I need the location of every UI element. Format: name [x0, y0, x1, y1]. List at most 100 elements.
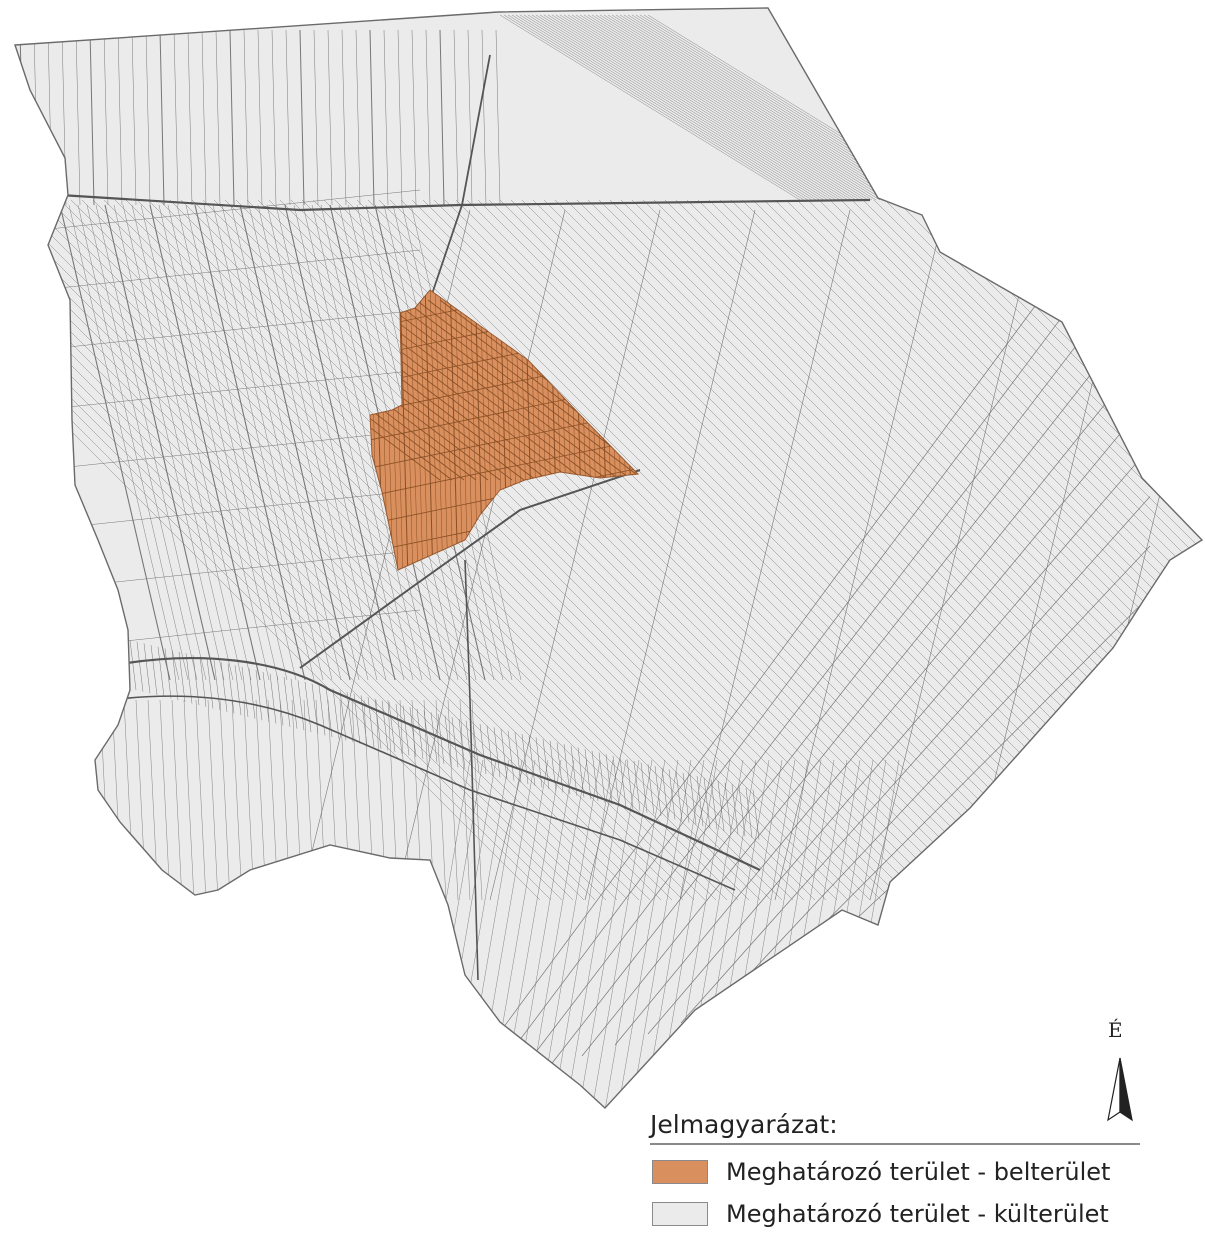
- parcel-line: [774, 199, 1202, 901]
- street-line: [424, 290, 434, 570]
- parcel-line: [603, 14, 905, 201]
- parcel-line: [122, 204, 234, 681]
- parcel-line: [697, 199, 1202, 901]
- parcel-line: [15, 199, 552, 901]
- parcel-line: [559, 14, 861, 201]
- parcel-line: [481, 29, 487, 206]
- parcel-line: [113, 204, 225, 681]
- parcel-line: [862, 199, 1202, 901]
- street-line: [409, 290, 419, 570]
- street-line: [370, 437, 638, 499]
- parcel-line: [219, 699, 231, 901]
- parcel-line: [411, 29, 417, 206]
- parcel-line: [495, 29, 501, 206]
- parcel-line: [543, 14, 845, 201]
- parcel-line: [173, 29, 179, 206]
- parcel-line: [493, 727, 501, 778]
- parcel-line: [467, 29, 473, 206]
- parcel-line: [374, 698, 382, 749]
- parcel-line: [447, 699, 459, 901]
- parcel-line: [869, 209, 1041, 901]
- parcel-line: [724, 782, 732, 833]
- parcel-line: [341, 29, 347, 206]
- parcel-line: [332, 688, 340, 739]
- parcel-line: [178, 651, 186, 702]
- parcel-line: [212, 204, 324, 681]
- parcel-line: [599, 14, 901, 201]
- parcel-line: [682, 772, 690, 823]
- parcel-line: [255, 670, 263, 721]
- parcel-line: [221, 204, 333, 681]
- parcel-line: [752, 199, 1202, 901]
- parcel-line: [131, 204, 243, 681]
- parcel-line: [752, 789, 760, 840]
- parcel-line: [213, 199, 915, 901]
- parcel-line: [647, 764, 655, 815]
- parcel-line: [383, 29, 389, 206]
- parcel-line: [579, 14, 881, 201]
- parcel-line: [313, 29, 319, 206]
- parcel-line: [668, 769, 676, 820]
- parcel-line: [617, 759, 679, 1108]
- street-line: [379, 299, 621, 481]
- parcel-line: [243, 29, 249, 206]
- parcel-line: [15, 199, 563, 901]
- parcel-line: [241, 666, 249, 717]
- legend-label-belterulet: Meghatározó terület - belterület: [726, 1158, 1111, 1186]
- parcel-line: [143, 643, 151, 694]
- legend-label-kulterulet: Meghatározó terület - külterület: [726, 1200, 1109, 1228]
- parcel-line: [37, 199, 739, 901]
- parcel-line: [829, 199, 1202, 901]
- street-line: [370, 299, 537, 481]
- parcel-line: [201, 29, 207, 206]
- parcel-line: [604, 759, 666, 1108]
- road-canal: [114, 657, 761, 871]
- parcel-line: [136, 641, 144, 692]
- north-arrow-icon: [1107, 1057, 1133, 1122]
- parcel-line: [400, 199, 1102, 901]
- street-line: [419, 290, 429, 570]
- parcel-line: [796, 199, 1202, 901]
- parcel-line: [653, 199, 1202, 901]
- parcel-line: [654, 765, 662, 817]
- parcel-line: [449, 149, 1151, 1101]
- parcel-line: [297, 680, 305, 731]
- parcel-line: [257, 29, 263, 206]
- parcel-line: [895, 199, 1202, 901]
- parcel-line: [224, 199, 926, 901]
- parcel-line: [346, 692, 354, 743]
- parcel-line: [917, 199, 1202, 901]
- parcel-line: [851, 199, 1202, 901]
- parcel-line: [643, 759, 705, 1108]
- parcel-line: [293, 204, 405, 681]
- parcel-line: [103, 29, 109, 206]
- parcel-line: [86, 204, 198, 681]
- parcel-line: [584, 209, 756, 901]
- parcel-line: [713, 545, 1151, 1013]
- parcel-line: [686, 199, 1202, 901]
- parcel-line: [171, 699, 183, 901]
- parcel-line: [689, 774, 697, 825]
- parcel-line: [15, 199, 662, 901]
- parcel-line: [409, 707, 417, 758]
- parcel-line: [680, 496, 1151, 1024]
- parcel-line: [220, 661, 228, 712]
- parcel-line: [738, 786, 746, 837]
- parcel-line: [425, 29, 431, 206]
- parcel-line: [486, 725, 494, 776]
- parcel-line: [183, 699, 195, 901]
- parcel-line: [176, 204, 288, 681]
- parcel-line: [275, 204, 387, 681]
- street-line: [370, 299, 465, 481]
- parcel-line: [539, 759, 601, 1108]
- street-line: [370, 299, 561, 481]
- parcel-line: [647, 446, 1151, 1035]
- parcel-line: [717, 781, 725, 832]
- street-line: [370, 299, 549, 481]
- parcel-line: [15, 199, 684, 901]
- parcel-line: [612, 755, 620, 806]
- parcel-line: [873, 199, 1202, 901]
- parcel-line: [763, 199, 1202, 901]
- parcel-line: [511, 14, 813, 201]
- parcel-line: [103, 199, 805, 901]
